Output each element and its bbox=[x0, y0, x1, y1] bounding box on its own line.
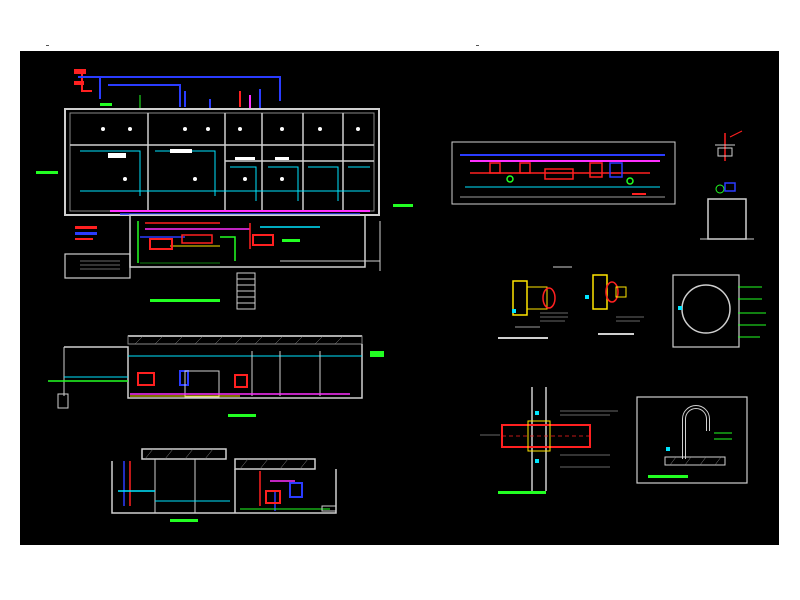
sleeve-detail bbox=[672, 274, 766, 348]
penetration-notes bbox=[480, 410, 618, 468]
flange-sleeve bbox=[526, 286, 548, 310]
cad-drawing-canvas bbox=[36, 69, 766, 522]
pump-unit bbox=[289, 482, 303, 498]
section-b-roof-hatch bbox=[144, 448, 309, 470]
pump-unit bbox=[252, 234, 274, 246]
section-b-footing bbox=[321, 505, 337, 512]
section-view-a bbox=[48, 335, 384, 417]
vent-pipe-detail bbox=[636, 396, 748, 484]
corner-mark-right bbox=[476, 45, 479, 46]
section-footing bbox=[57, 393, 69, 409]
section-b-wall bbox=[111, 461, 337, 514]
plan-callout-marks bbox=[36, 103, 413, 302]
sleeve-pipe-circle bbox=[681, 284, 731, 334]
pump-unit bbox=[265, 490, 281, 504]
flange-markers bbox=[512, 295, 589, 313]
pipe-tag bbox=[74, 69, 86, 74]
flange-plate bbox=[592, 274, 608, 310]
puddle-flange-detail bbox=[498, 266, 644, 339]
plan-valve-chamber bbox=[64, 253, 131, 279]
detail-title-mark bbox=[648, 475, 688, 478]
flange-ring bbox=[605, 281, 619, 303]
cad-drawing-sheet bbox=[20, 51, 779, 545]
vent-gooseneck-pipe-inner bbox=[683, 406, 709, 459]
vent-base-slab bbox=[664, 456, 726, 466]
plan-legend-marks bbox=[75, 226, 97, 240]
puddle-flange bbox=[527, 420, 551, 452]
manhole-chamber bbox=[707, 198, 747, 240]
plan-compartment-walls bbox=[70, 113, 374, 211]
section-title-mark bbox=[170, 519, 198, 522]
elevation-fittings bbox=[489, 162, 634, 185]
section-callout bbox=[370, 351, 384, 357]
plan-stair bbox=[236, 272, 256, 310]
vent-gooseneck-pipe bbox=[682, 405, 710, 459]
elevation-tag bbox=[632, 193, 646, 195]
section-wall-outline bbox=[64, 344, 363, 399]
section-title-mark bbox=[228, 414, 256, 417]
corner-mark-left bbox=[46, 45, 49, 46]
section-view-b bbox=[111, 448, 337, 522]
plan-pump-room bbox=[129, 214, 366, 268]
section-b-roof bbox=[234, 458, 316, 470]
detail-title-mark bbox=[598, 333, 634, 335]
plan-view bbox=[36, 69, 413, 310]
penetration-marker bbox=[535, 411, 539, 415]
plan-tank-outer-wall bbox=[64, 108, 380, 216]
section-slab-hatch bbox=[134, 335, 344, 345]
section-b-roof bbox=[141, 448, 227, 460]
vent-detail-frame bbox=[636, 396, 748, 484]
pump-unit bbox=[149, 238, 173, 250]
sleeve-callouts bbox=[738, 286, 766, 338]
plan-tank-inner-wall bbox=[69, 112, 375, 212]
elevation-frame bbox=[451, 141, 676, 205]
plan-fixtures bbox=[101, 127, 360, 181]
vent-marker bbox=[666, 447, 670, 451]
flange-notes bbox=[540, 312, 644, 322]
pump-unit bbox=[181, 234, 213, 244]
detail-title-mark bbox=[498, 337, 548, 339]
vent-slab-hatch bbox=[669, 456, 722, 466]
plan-incoming-pipes bbox=[78, 73, 281, 109]
wall-penetration-detail bbox=[480, 387, 618, 494]
manhole-detail bbox=[700, 130, 754, 240]
penetration-marker bbox=[535, 459, 539, 463]
section-top-slab bbox=[127, 335, 363, 345]
pipe-tag bbox=[74, 81, 84, 85]
flange-sleeve bbox=[615, 286, 627, 298]
sleeve-marker bbox=[678, 306, 682, 310]
plan-pump-piping bbox=[137, 221, 320, 263]
plan-hatching bbox=[80, 260, 220, 270]
section-b-pipes bbox=[118, 461, 330, 511]
detail-title-mark bbox=[498, 491, 546, 494]
flange-ring bbox=[542, 287, 556, 309]
manhole-cover bbox=[717, 147, 733, 157]
manhole-marker bbox=[724, 182, 736, 192]
pipe-elevation-view bbox=[451, 141, 676, 205]
manhole-marker bbox=[715, 184, 725, 194]
leader-line bbox=[729, 130, 743, 138]
sleeve-frame bbox=[672, 274, 740, 348]
section-a-equipment bbox=[137, 351, 321, 398]
